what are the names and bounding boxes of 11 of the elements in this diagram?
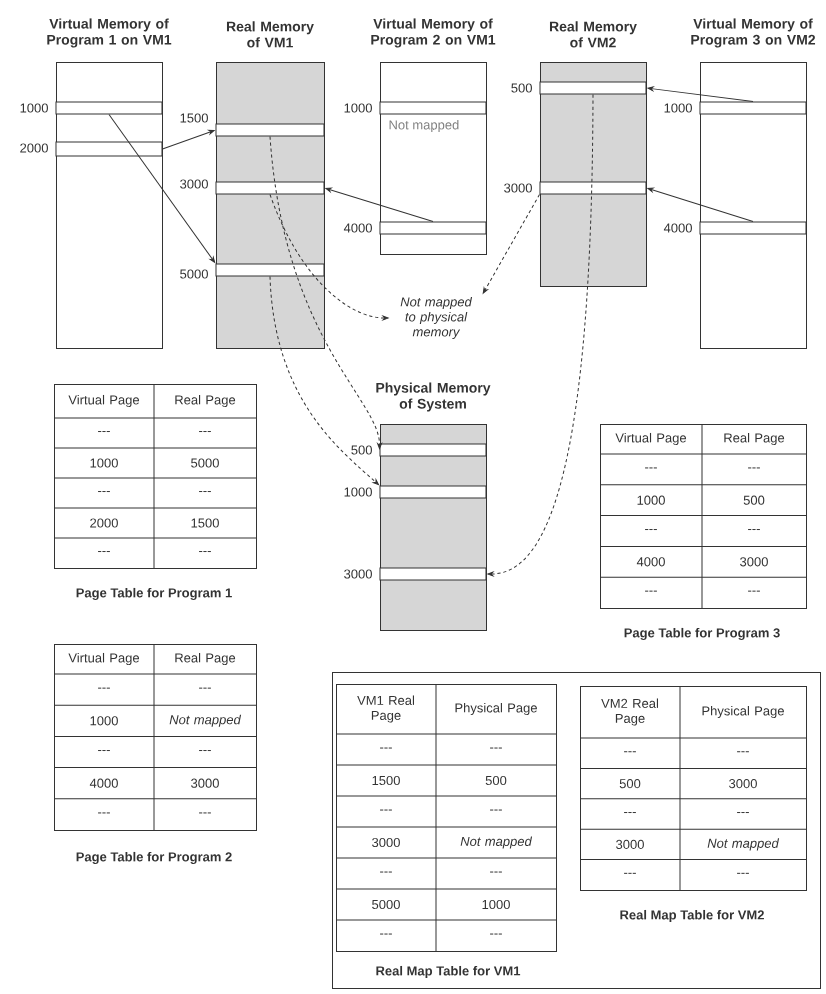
arrow xyxy=(647,86,754,102)
dashed-arrow xyxy=(269,276,379,486)
table xyxy=(335,683,557,952)
arrow xyxy=(108,114,216,263)
dashed-arrow xyxy=(487,94,594,577)
arrow xyxy=(162,129,215,150)
arrow xyxy=(325,187,434,222)
arrow xyxy=(647,187,754,222)
dashed-arrow xyxy=(269,136,382,450)
dashed-arrow xyxy=(482,194,540,294)
dashed-arrow xyxy=(269,194,389,321)
